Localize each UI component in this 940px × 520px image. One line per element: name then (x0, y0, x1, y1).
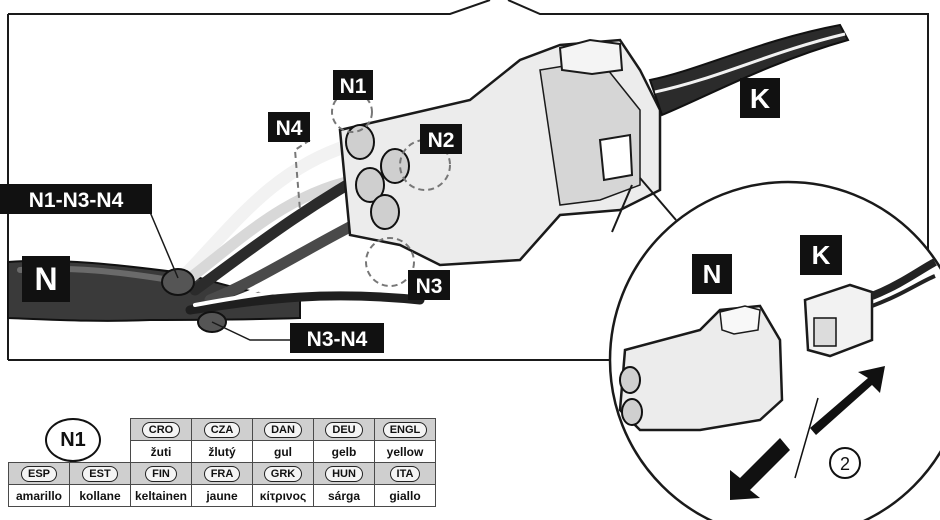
language-code-cell: ENGL (374, 418, 436, 441)
language-code-cell: HUN (313, 462, 375, 485)
language-code: GRK (263, 465, 303, 482)
label-n4-bg (268, 112, 310, 142)
language-code-cell: DAN (252, 418, 314, 441)
inset-seal-2 (621, 398, 643, 426)
label-n3-n4: N3-N4 (307, 328, 368, 351)
language-code: HUN (325, 465, 363, 482)
inset-connector-n-latch (719, 305, 761, 335)
alignment-line (794, 397, 819, 479)
leader-n1-n3-n4 (149, 211, 179, 279)
inset-seal-1 (619, 366, 641, 394)
language-code: DEU (325, 421, 363, 438)
zoom-line-bottom (611, 184, 633, 233)
inset-label-n: N (703, 259, 722, 289)
language-code-cell: EST (69, 462, 131, 485)
connector-k-cable-wire (654, 32, 846, 94)
wire-id-badge: N1 (45, 418, 101, 462)
step-number-circle (829, 447, 861, 479)
table-cell-empty (9, 419, 70, 441)
language-code-cell: CZA (191, 418, 253, 441)
label-n3-bg (408, 270, 450, 300)
color-name-cell: keltainen (130, 484, 192, 507)
label-n1: N1 (340, 75, 367, 98)
label-n1-n3-n4-bg (0, 184, 152, 214)
connector-latch (558, 38, 624, 76)
language-code-cell: DEU (313, 418, 375, 441)
inset-label-k-bg (800, 235, 842, 275)
connector-clip (598, 133, 634, 182)
label-n2: N2 (428, 129, 455, 152)
label-k: K (750, 83, 770, 114)
arrow-push-down-left (730, 438, 790, 500)
language-code: FRA (203, 465, 241, 482)
label-k-bg (740, 78, 780, 118)
label-n1-n3-n4: N1-N3-N4 (29, 189, 124, 212)
seal-n3 (370, 194, 400, 230)
language-code-cell: ITA (374, 462, 436, 485)
language-code: ESP (20, 465, 57, 482)
wire-color-table: CRO CZA DAN DEU ENGL žuti žlutý gul gelb… (8, 418, 436, 507)
inset-k-cable-wire (871, 274, 936, 308)
label-n2-bg (420, 124, 462, 154)
tape-mark-1 (161, 268, 195, 296)
label-n3: N3 (416, 275, 443, 298)
table-row: žuti žlutý gul gelb yellow (9, 440, 436, 463)
table-row: amarillo kollane keltainen jaune κίτρινο… (8, 484, 436, 507)
color-name-cell: κίτρινος (252, 484, 314, 507)
color-name-cell: gul (252, 440, 314, 463)
main-frame (8, 0, 929, 361)
leader-n3-n4 (211, 321, 290, 341)
seal-n4 (355, 167, 385, 203)
inset-connector-k-socket (813, 317, 837, 347)
language-code-cell: FIN (130, 462, 192, 485)
color-name-cell: kollane (69, 484, 131, 507)
wire-n1 (173, 138, 357, 287)
language-code: EST (82, 465, 118, 482)
label-n3-n4-bg (290, 323, 384, 353)
table-cell-empty (70, 419, 131, 441)
inset-label-n-bg (692, 254, 732, 294)
color-name-cell: jaune (191, 484, 253, 507)
table-cell-empty (70, 441, 131, 463)
language-code-cell: ESP (8, 462, 70, 485)
color-name-cell: gelb (313, 440, 375, 463)
inset-k-cable (870, 258, 937, 300)
callout-circle-n2 (399, 139, 451, 191)
language-code-cell: FRA (191, 462, 253, 485)
step-number: 2 (840, 454, 850, 474)
color-name-cell: yellow (374, 440, 436, 463)
wire-lower (185, 291, 425, 315)
seal-n1 (345, 124, 375, 160)
language-code: CZA (203, 421, 241, 438)
language-code: ITA (389, 465, 421, 482)
table-row: CRO CZA DAN DEU ENGL (9, 418, 436, 441)
color-name-cell: amarillo (8, 484, 70, 507)
zoom-line-top (639, 177, 677, 221)
table-row: ESP EST FIN FRA GRK HUN ITA (8, 462, 436, 485)
color-name-cell: giallo (374, 484, 436, 507)
language-code-cell: GRK (252, 462, 314, 485)
language-code: ENGL (382, 421, 428, 438)
inset-label-k: K (812, 240, 831, 270)
language-code: FIN (145, 465, 177, 482)
label-n4: N4 (276, 117, 303, 140)
color-name-cell: žuti (130, 440, 192, 463)
label-n1-bg (333, 70, 373, 100)
label-n: N (34, 261, 57, 297)
label-n-bg (22, 256, 70, 302)
callout-circle-n3 (365, 237, 415, 287)
color-name-cell: sárga (313, 484, 375, 507)
seal-n2 (380, 148, 410, 184)
table-cell-empty (9, 441, 70, 463)
language-code: CRO (141, 421, 181, 438)
language-code: DAN (264, 421, 302, 438)
language-code-cell: CRO (130, 418, 192, 441)
arrow-push-up-right (810, 366, 885, 435)
color-name-cell: žlutý (191, 440, 253, 463)
